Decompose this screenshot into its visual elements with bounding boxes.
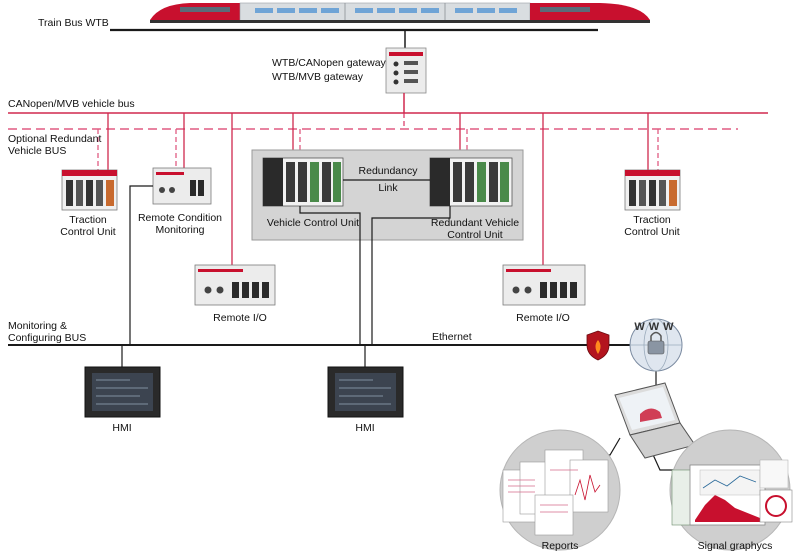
remote-condition-label-line2: Monitoring xyxy=(155,224,205,236)
redundant-vehicle-control-unit-device xyxy=(429,157,513,207)
gateway-label-line1: WTB/CANopen gateway xyxy=(272,57,386,69)
traction-right-label-line2: Control Unit xyxy=(624,226,680,238)
monitoring-bus-label-line2: Configuring BUS xyxy=(8,332,87,344)
train-image xyxy=(150,2,650,23)
laptop-icon xyxy=(614,382,696,459)
remote-condition-label-line1: Remote Condition xyxy=(137,212,223,224)
monitoring-bus-label-line1: Monitoring & xyxy=(8,320,67,332)
www-label: WWW xyxy=(634,321,678,333)
hmi-left-label: HMI xyxy=(112,422,132,434)
redundant-vcu-label-line1: Redundant Vehicle xyxy=(430,217,520,229)
gateway-device xyxy=(385,47,427,94)
reports-documents-image xyxy=(502,449,609,536)
traction-control-unit-left-device xyxy=(61,169,118,211)
firewall-icon xyxy=(586,330,610,361)
redundancy-link-label-line2: Link xyxy=(378,182,398,194)
redundant-bus-label-line2: Vehicle BUS xyxy=(8,145,67,157)
remote-io-right-label: Remote I/O xyxy=(516,312,570,324)
remote-io-right-device xyxy=(502,264,586,306)
vehicle-control-unit-device xyxy=(262,157,344,207)
remote-io-left-device xyxy=(194,264,276,306)
vehicle-control-unit-label: Vehicle Control Unit xyxy=(266,217,360,229)
hmi-right-device xyxy=(327,366,404,418)
signal-graphics-label: Signal graphycs xyxy=(697,540,773,552)
hmi-left-device xyxy=(84,366,161,418)
traction-right-label-line1: Traction xyxy=(633,214,671,226)
remote-condition-monitoring-device xyxy=(152,167,212,205)
traction-left-label-line1: Traction xyxy=(69,214,107,226)
traction-left-label-line2: Control Unit xyxy=(60,226,116,238)
reports-label: Reports xyxy=(541,540,579,552)
gateway-label-line2: WTB/MVB gateway xyxy=(272,71,364,83)
remote-io-left-label: Remote I/O xyxy=(213,312,267,324)
redundant-vcu-label-line2: Control Unit xyxy=(447,229,503,241)
redundancy-link-label-line1: Redundancy xyxy=(358,165,418,177)
ethernet-label: Ethernet xyxy=(432,331,472,343)
train-bus-label: Train Bus WTB xyxy=(38,17,109,29)
vehicle-bus-label: CANopen/MVB vehicle bus xyxy=(8,98,135,110)
hmi-right-label: HMI xyxy=(355,422,375,434)
traction-control-unit-right-device xyxy=(624,169,681,211)
redundant-bus-label-line1: Optional Redundant xyxy=(8,133,102,145)
globe-lock-icon xyxy=(629,318,683,372)
signal-graphics-image xyxy=(671,459,793,526)
